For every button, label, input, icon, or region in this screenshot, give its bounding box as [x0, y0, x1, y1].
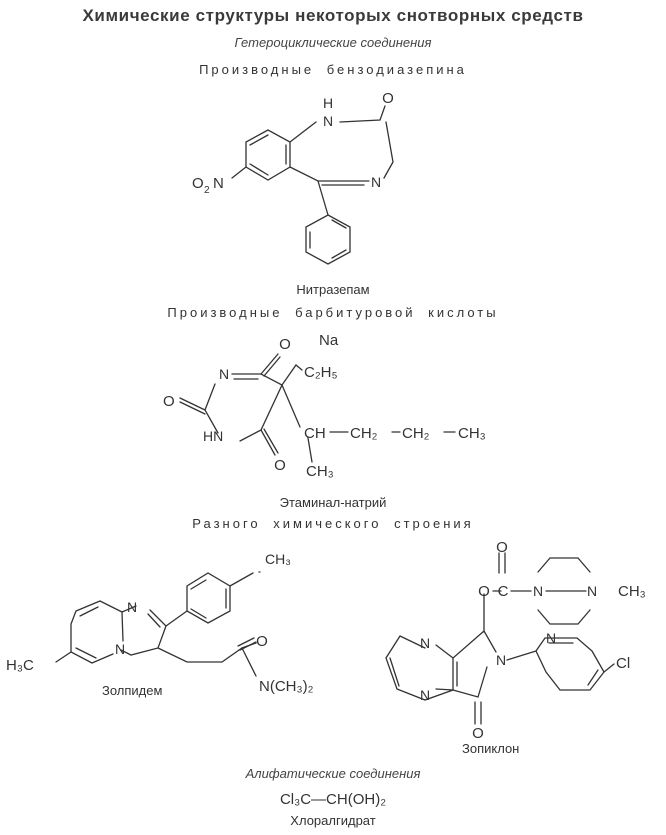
zopiclone-o-carbonyl: O [496, 539, 508, 556]
zopiclone-n-pz1: N [420, 635, 430, 651]
nitrazepam-n: N [371, 174, 381, 190]
ethaminal-ch: CH [304, 425, 326, 442]
ethaminal-hn: HN [203, 428, 223, 444]
zopiclone-o-lactam: O [472, 725, 484, 742]
zopiclone-name: Зопиклон [462, 741, 520, 756]
zopiclone-n-pip2: N [587, 583, 597, 599]
ethaminal-n: N [219, 366, 229, 382]
nitrazepam-structure: H N O N O 2 N [192, 90, 394, 265]
zolpidem-structure: N N CH₃ H₃C O N(CH₃)₂ [6, 551, 314, 695]
ethaminal-ch2-2: CH₂ [402, 425, 430, 442]
ethaminal-name: Этаминал-натрий [279, 495, 387, 510]
ethaminal-o-left: O [163, 393, 175, 410]
nitrazepam-o: O [382, 90, 394, 107]
section-various: Разного химического строения [192, 516, 474, 531]
ethaminal-ch3-branch: CH₃ [306, 463, 334, 480]
zopiclone-ch3: CH₃ [618, 583, 646, 600]
zolpidem-name: Золпидем [102, 683, 163, 698]
nitrazepam-h: H [323, 95, 333, 111]
ethaminal-o-top: O [279, 336, 291, 353]
zolpidem-n-bridge: N [115, 641, 125, 657]
zolpidem-nme2: N(CH₃)₂ [259, 678, 314, 695]
page-title: Химические структуры некоторых снотворны… [82, 6, 584, 25]
nitrazepam-nh: N [323, 113, 333, 129]
section-barbituric: Производные барбитуровой кислоты [167, 305, 499, 320]
chloral-formula: Cl₃C—CH(OH)₂ [279, 791, 387, 808]
zolpidem-n-ring: N [127, 599, 137, 615]
ethaminal-structure: Na O N O HN O C₂H₅ CH CH₂ CH₂ CH₃ CH₃ [163, 332, 486, 480]
ethaminal-ch3-end: CH₃ [458, 425, 486, 442]
chloral-name: Хлоралгидрат [290, 813, 376, 828]
nitrazepam-name: Нитразепам [296, 282, 370, 297]
zopiclone-n-pip1: N [533, 583, 543, 599]
nitrazepam-no2-n: N [213, 175, 224, 192]
zopiclone-n-pyridine: N [546, 630, 556, 646]
ethaminal-c2h5: C₂H₅ [304, 364, 338, 381]
section-aliphatic: Алифатические соединения [245, 766, 421, 781]
nitrazepam-no2-o: O [192, 175, 204, 192]
zolpidem-ch3-top: CH₃ [265, 551, 291, 567]
ethaminal-na: Na [319, 332, 339, 349]
zopiclone-n-lactam: N [496, 652, 506, 668]
ethaminal-ch2-1: CH₂ [350, 425, 378, 442]
zopiclone-n-pz2: N [420, 687, 430, 703]
zopiclone-cl: Cl [616, 655, 630, 672]
zopiclone-c: C [498, 583, 509, 600]
zolpidem-h3c: H₃C [6, 657, 34, 674]
zolpidem-o: O [256, 633, 268, 650]
section-heterocyclic: Гетероциклические соединения [234, 35, 432, 50]
section-benzodiazepine: Производные бензодиазепина [199, 62, 467, 77]
zopiclone-structure: O O C N N CH₃ N N N N Cl O [385, 539, 646, 742]
ethaminal-o-bottom: O [274, 457, 286, 474]
zopiclone-o-ester: O [478, 583, 490, 600]
nitrazepam-no2-sub: 2 [204, 185, 210, 196]
